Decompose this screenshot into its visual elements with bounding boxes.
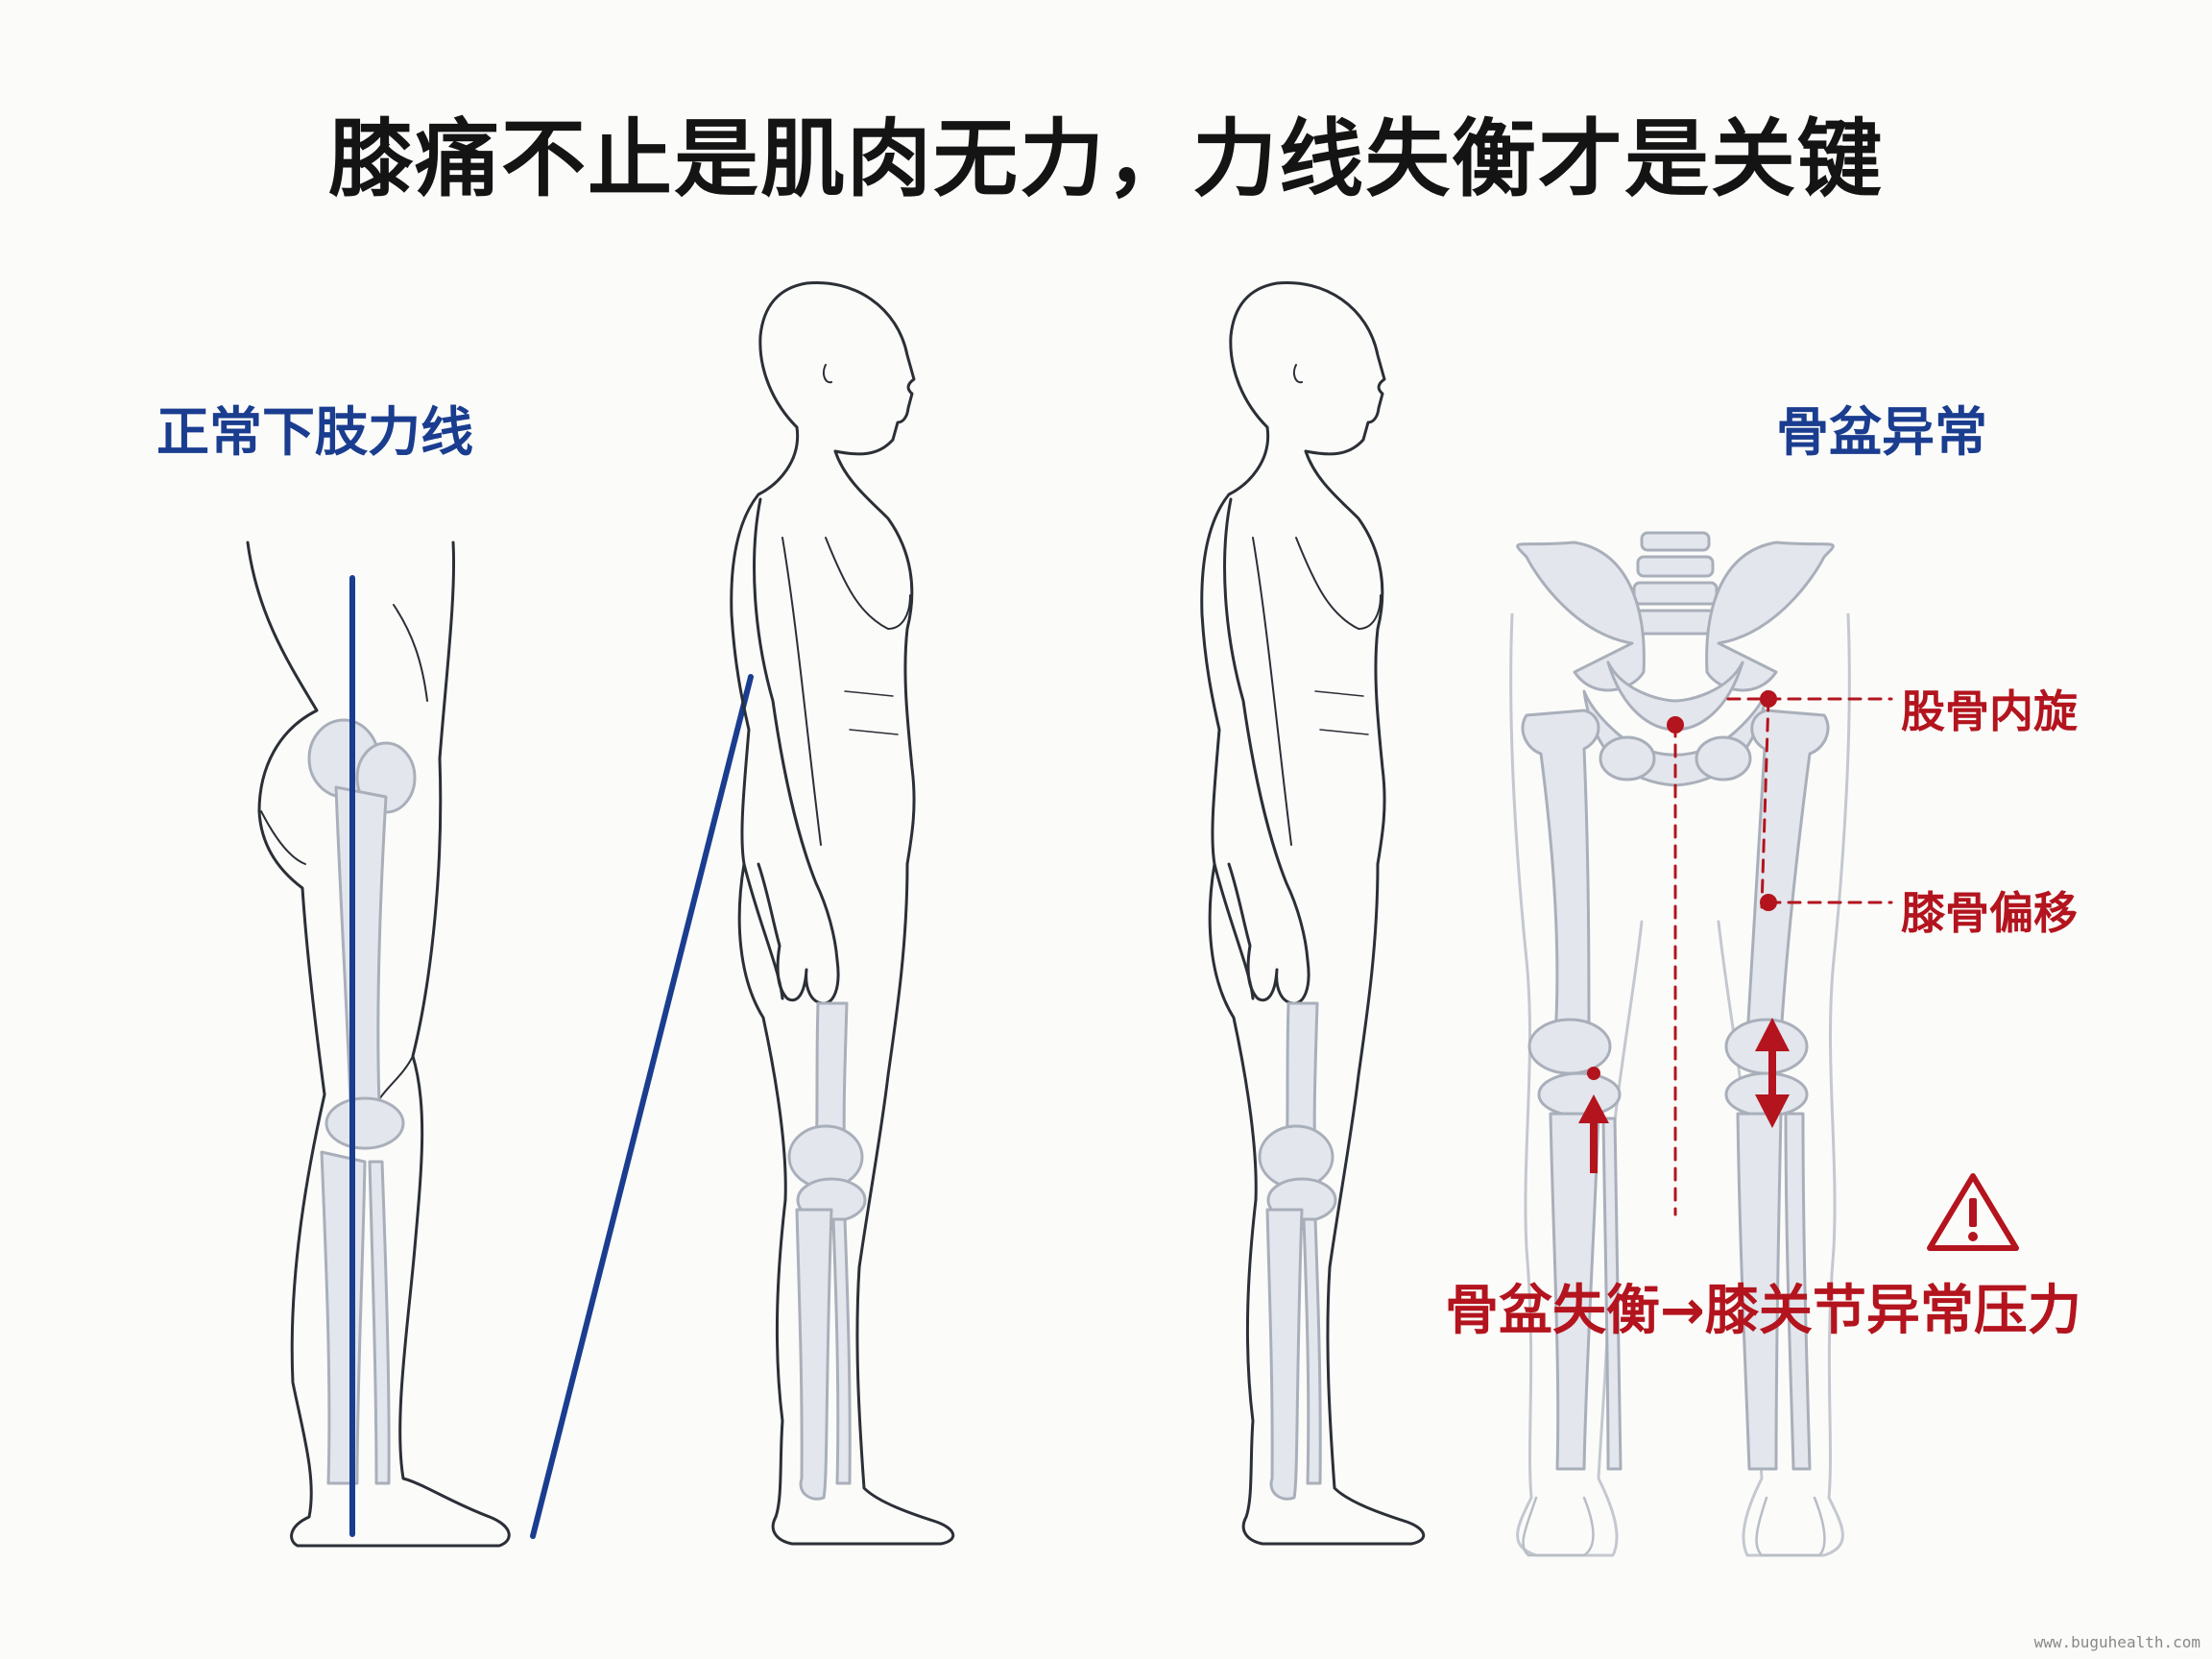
watermark: www.buguhealth.com [2033,1633,2200,1651]
label-normal-alignment: 正常下肢力线 [156,401,474,463]
up-arrow-icon [1578,1094,1609,1173]
figure-standing-1 [730,280,954,1546]
warning-triangle-icon [1927,1173,2019,1251]
figure-pelvis-skeleton [1509,531,1893,1557]
caption-pelvis-knee: 骨盆失衡→膝关节异常压力 [1445,1280,2081,1342]
page-title: 膝痛不止是肌肉无力，力线失衡才是关键 [327,109,1884,208]
figure-standing-2 [1200,280,1425,1546]
double-arrow-icon [1755,1018,1790,1128]
label-femur-rotation: 股骨内旋 [1901,685,2078,737]
label-patella-shift: 膝骨偏移 [1901,887,2078,939]
label-pelvis-abnormal: 骨盆异常 [1776,401,1988,463]
figure-normal-leg [246,541,511,1548]
alignment-line-diagonal [530,674,754,1539]
